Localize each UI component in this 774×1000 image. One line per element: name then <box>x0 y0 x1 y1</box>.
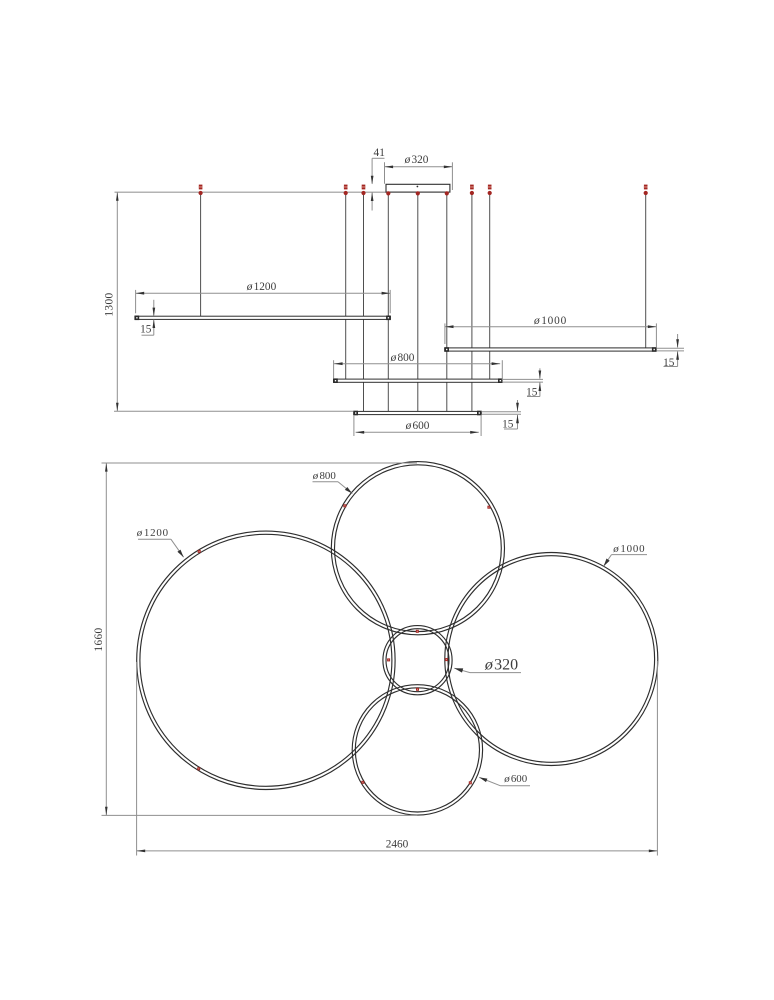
svg-text:ø320: ø320 <box>484 657 518 674</box>
svg-text:ø600: ø600 <box>405 420 430 432</box>
svg-text:1660: 1660 <box>93 627 105 651</box>
svg-text:2460: 2460 <box>386 839 409 851</box>
svg-text:ø1200: ø1200 <box>246 281 277 293</box>
svg-text:ø800: ø800 <box>390 352 415 364</box>
svg-text:ø1200: ø1200 <box>136 527 169 539</box>
svg-text:15: 15 <box>140 324 152 336</box>
svg-text:ø800: ø800 <box>312 470 337 482</box>
svg-text:15: 15 <box>663 357 675 369</box>
svg-text:41: 41 <box>374 147 385 159</box>
svg-text:ø600: ø600 <box>503 773 528 785</box>
svg-text:15: 15 <box>502 419 514 431</box>
svg-text:15: 15 <box>526 387 538 399</box>
svg-text:ø320: ø320 <box>404 154 429 166</box>
svg-text:1300: 1300 <box>103 292 115 316</box>
